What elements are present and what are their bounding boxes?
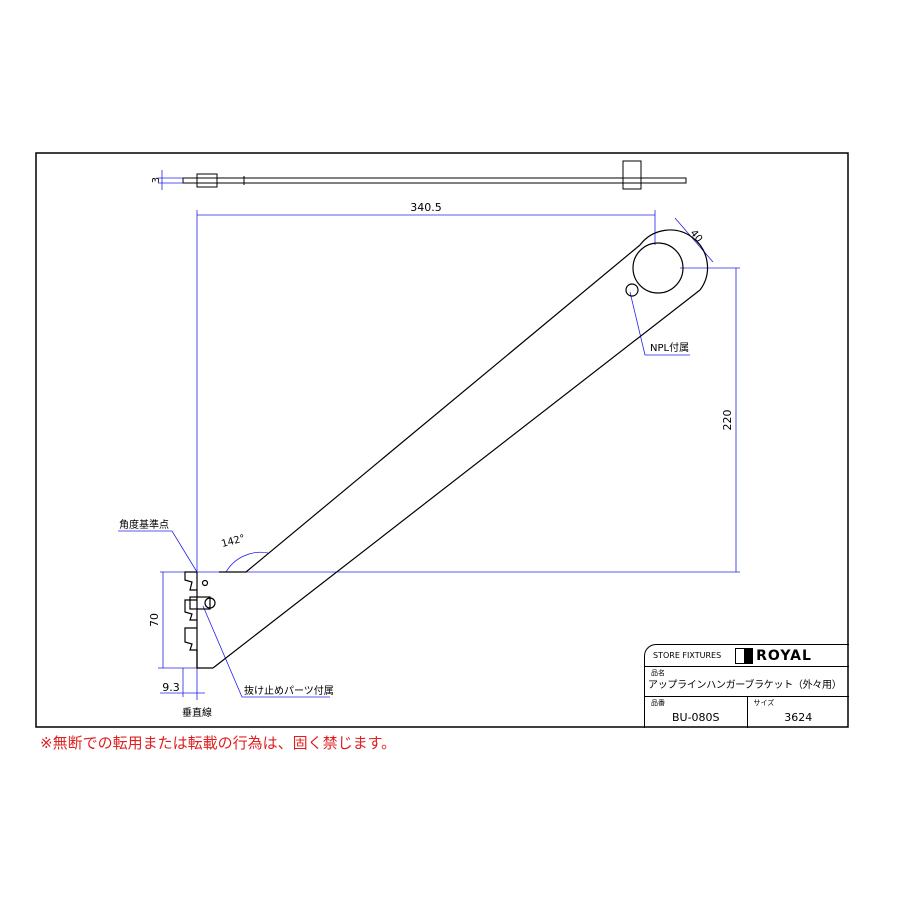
label-angle-ref: 角度基準点 [119, 518, 169, 531]
product-code: BU-080S [671, 711, 720, 724]
product-name: アップラインハンガーブラケット（外々用） [648, 680, 842, 691]
name-label: 品名 [651, 669, 665, 677]
dimension-lines [118, 170, 740, 700]
top-view [182, 160, 687, 190]
dim-tube: 40 [688, 228, 705, 245]
logo-text: ROYAL [756, 647, 812, 664]
label-stopper: 抜け止めパーツ付属 [244, 684, 334, 697]
brand-text: STORE FIXTURES [653, 650, 722, 660]
label-vertical: 垂直線 [182, 706, 212, 719]
product-size: 3624 [784, 711, 813, 724]
title-block: STORE FIXTURES ROYAL 品名 アップラインハンガーブラケット（… [644, 644, 849, 728]
logo-mark-icon [735, 647, 754, 664]
dim-thickness: 3 [151, 177, 162, 183]
royal-logo: ROYAL [735, 647, 812, 664]
drawing-frame [35, 152, 849, 728]
dim-offset: 9.3 [162, 681, 180, 694]
dim-height: 220 [721, 410, 734, 431]
dim-angle: 142° [220, 533, 246, 550]
label-npl: NPL付属 [650, 341, 689, 354]
copyright-notice: ※無断での転用または転載の行為は、固く禁じます。 [40, 734, 397, 752]
size-label: サイズ [753, 699, 775, 707]
bracket-side-view [184, 229, 709, 669]
code-label: 品番 [651, 699, 665, 707]
dim-length: 340.5 [410, 201, 442, 214]
dim-plate-height: 70 [148, 613, 161, 627]
